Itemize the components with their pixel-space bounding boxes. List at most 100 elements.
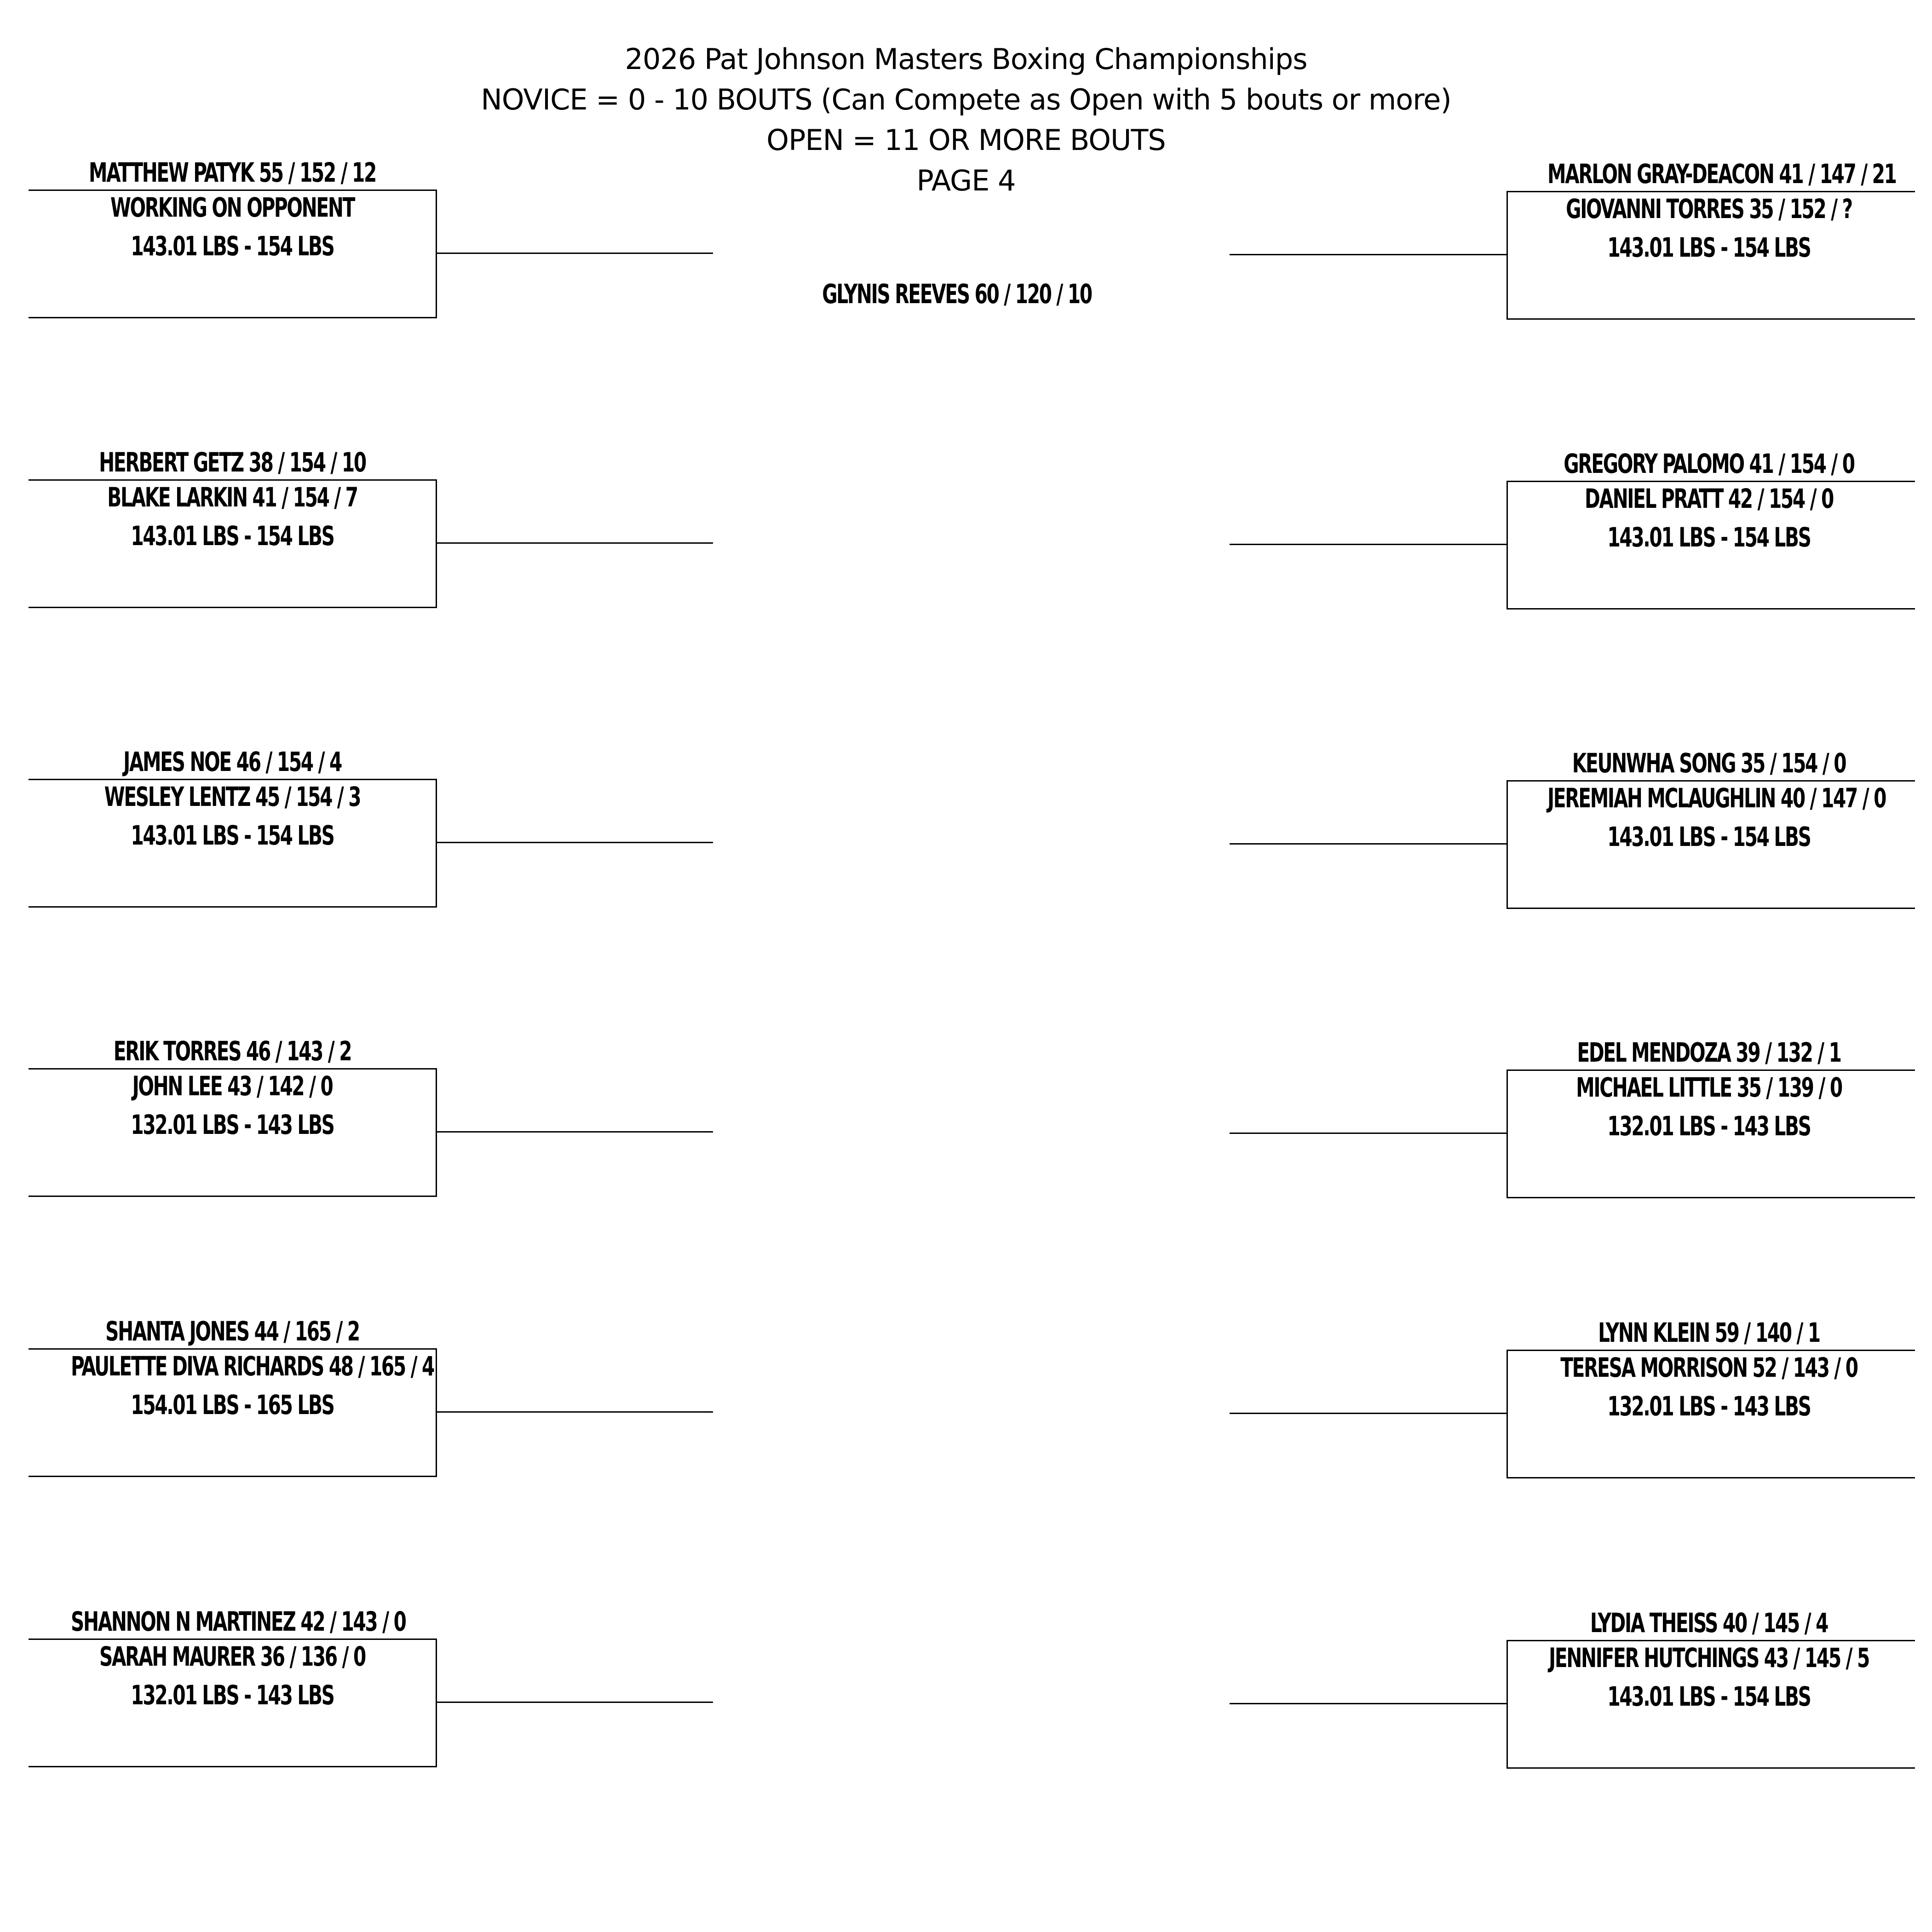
weight-class: 132.01 LBS - 143 LBS — [1607, 1110, 1811, 1142]
boxer-a: EDEL MENDOZA 39 / 132 / 1 — [1577, 1037, 1842, 1068]
left-connector-line — [437, 842, 713, 843]
left-connector-line — [437, 1702, 713, 1703]
right-box-bottom-line — [1506, 608, 1915, 610]
weight-class: 143.01 LBS - 154 LBS — [131, 820, 335, 851]
right-box-side-line — [1506, 1070, 1508, 1198]
right-connector-line — [1230, 1413, 1506, 1414]
boxer-a: LYDIA THEISS 40 / 145 / 4 — [1590, 1607, 1829, 1639]
boxer-a: HERBERT GETZ 38 / 154 / 10 — [99, 447, 367, 478]
weight-class: 143.01 LBS - 154 LBS — [1607, 1681, 1811, 1712]
right-box-side-line — [1506, 1640, 1508, 1769]
left-connector-line — [437, 1411, 713, 1413]
weight-class: 143.01 LBS - 154 LBS — [131, 230, 335, 262]
right-bout-4: EDEL MENDOZA 39 / 132 / 1 MICHAEL LITTLE … — [1547, 1035, 1870, 1144]
right-connector-line — [1230, 254, 1506, 255]
left-box-top-line — [29, 779, 437, 780]
weight-class: 143.01 LBS - 154 LBS — [131, 520, 335, 552]
boxer-b: MICHAEL LITTLE 35 / 139 / 0 — [1576, 1072, 1843, 1103]
boxer-b: BLAKE LARKIN 41 / 154 / 7 — [107, 482, 358, 513]
boxer-b: GIOVANNI TORRES 35 / 152 / ? — [1566, 193, 1853, 224]
right-bout-5: LYNN KLEIN 59 / 140 / 1 TERESA MORRISON 5… — [1547, 1315, 1870, 1424]
boxer-b: JENNIFER HUTCHINGS 43 / 145 / 5 — [1549, 1642, 1870, 1673]
right-connector-line — [1230, 1133, 1506, 1134]
boxer-a: LYNN KLEIN 59 / 140 / 1 — [1598, 1317, 1821, 1348]
novice-rule: NOVICE = 0 - 10 BOUTS (Can Compete as Op… — [481, 83, 1451, 116]
boxer-a: MARLON GRAY-DEACON 41 / 147 / 21 — [1547, 158, 1897, 190]
featured-boxer: GLYNIS REEVES 60 / 120 / 10 — [822, 278, 1092, 310]
left-box-bottom-line — [29, 1766, 437, 1767]
weight-class: 143.01 LBS - 154 LBS — [1607, 821, 1811, 852]
boxer-a: ERIK TORRES 46 / 143 / 2 — [113, 1035, 352, 1067]
right-connector-line — [1230, 544, 1506, 545]
boxer-a: SHANNON N MARTINEZ 42 / 143 / 0 — [71, 1606, 407, 1637]
left-box-side-line — [436, 779, 437, 908]
right-box-bottom-line — [1506, 1767, 1915, 1769]
boxer-b: WESLEY LENTZ 45 / 154 / 3 — [104, 781, 362, 812]
weight-class: 132.01 LBS - 143 LBS — [131, 1109, 335, 1140]
left-box-top-line — [29, 1639, 437, 1640]
right-connector-line — [1230, 843, 1506, 845]
boxer-b: TERESA MORRISON 52 / 143 / 0 — [1560, 1352, 1858, 1383]
weight-class: 132.01 LBS - 143 LBS — [1607, 1391, 1811, 1422]
left-box-side-line — [436, 479, 437, 608]
left-box-top-line — [29, 1348, 437, 1350]
left-box-top-line — [29, 1068, 437, 1070]
open-rule: OPEN = 11 OR MORE BOUTS — [766, 123, 1166, 157]
boxer-b: WORKING ON OPPONENT — [110, 192, 355, 223]
left-bout-6: SHANNON N MARTINEZ 42 / 143 / 0 SARAH MAU… — [71, 1604, 407, 1713]
right-connector-line — [1230, 1703, 1506, 1704]
right-box-top-line — [1506, 1070, 1915, 1071]
boxer-a: GREGORY PALOMO 41 / 154 / 0 — [1564, 448, 1855, 479]
left-box-bottom-line — [29, 906, 437, 908]
right-box-top-line — [1506, 780, 1915, 782]
right-box-side-line — [1506, 481, 1508, 610]
left-box-side-line — [436, 1068, 437, 1197]
left-box-side-line — [436, 1639, 437, 1767]
left-box-bottom-line — [29, 1196, 437, 1197]
boxer-b: JEREMIAH MCLAUGHLIN 40 / 147 / 0 — [1547, 782, 1886, 814]
left-connector-line — [437, 542, 713, 544]
boxer-a: JAMES NOE 46 / 154 / 4 — [123, 746, 342, 777]
left-box-side-line — [436, 190, 437, 318]
boxer-b: DANIEL PRATT 42 / 154 / 0 — [1584, 483, 1834, 514]
left-box-side-line — [436, 1348, 437, 1477]
left-box-top-line — [29, 479, 437, 481]
boxer-a: MATTHEW PATYK 55 / 152 / 12 — [88, 157, 377, 188]
left-bout-1: MATTHEW PATYK 55 / 152 / 12 WORKING ON OP… — [71, 155, 394, 264]
right-box-top-line — [1506, 481, 1915, 482]
page-title: 2026 Pat Johnson Masters Boxing Champion… — [625, 42, 1308, 76]
right-box-bottom-line — [1506, 908, 1915, 909]
left-box-bottom-line — [29, 1476, 437, 1477]
right-box-bottom-line — [1506, 318, 1915, 320]
right-box-top-line — [1506, 1640, 1915, 1641]
right-box-side-line — [1506, 1350, 1508, 1478]
left-box-bottom-line — [29, 317, 437, 318]
weight-class: 143.01 LBS - 154 LBS — [1607, 522, 1811, 553]
boxer-a: KEUNWHA SONG 35 / 154 / 0 — [1572, 748, 1847, 779]
boxer-b: PAULETTE DIVA RICHARDS 48 / 165 / 4 — [71, 1351, 435, 1382]
boxer-b: SARAH MAURER 36 / 136 / 0 — [99, 1641, 366, 1672]
left-box-top-line — [29, 190, 437, 191]
left-bout-3: JAMES NOE 46 / 154 / 4 WESLEY LENTZ 45 / … — [71, 744, 394, 853]
left-bout-2: HERBERT GETZ 38 / 154 / 10 BLAKE LARKIN 4… — [71, 445, 394, 553]
right-bout-2: GREGORY PALOMO 41 / 154 / 0 DANIEL PRATT … — [1547, 446, 1870, 555]
right-box-bottom-line — [1506, 1197, 1915, 1198]
weight-class: 154.01 LBS - 165 LBS — [131, 1389, 335, 1420]
right-box-top-line — [1506, 1350, 1915, 1351]
weight-class: 132.01 LBS - 143 LBS — [131, 1679, 335, 1711]
right-box-top-line — [1506, 191, 1915, 192]
left-bout-5: SHANTA JONES 44 / 165 / 2 PAULETTE DIVA R… — [71, 1314, 435, 1422]
page-header: 2026 Pat Johnson Masters Boxing Champion… — [0, 39, 1932, 201]
left-connector-line — [437, 1131, 713, 1133]
right-box-bottom-line — [1506, 1477, 1915, 1478]
boxer-b: JOHN LEE 43 / 142 / 0 — [132, 1070, 334, 1102]
right-box-side-line — [1506, 780, 1508, 909]
left-connector-line — [437, 253, 713, 254]
page-number: PAGE 4 — [916, 164, 1016, 197]
boxer-a: SHANTA JONES 44 / 165 / 2 — [105, 1316, 360, 1347]
left-box-bottom-line — [29, 607, 437, 608]
